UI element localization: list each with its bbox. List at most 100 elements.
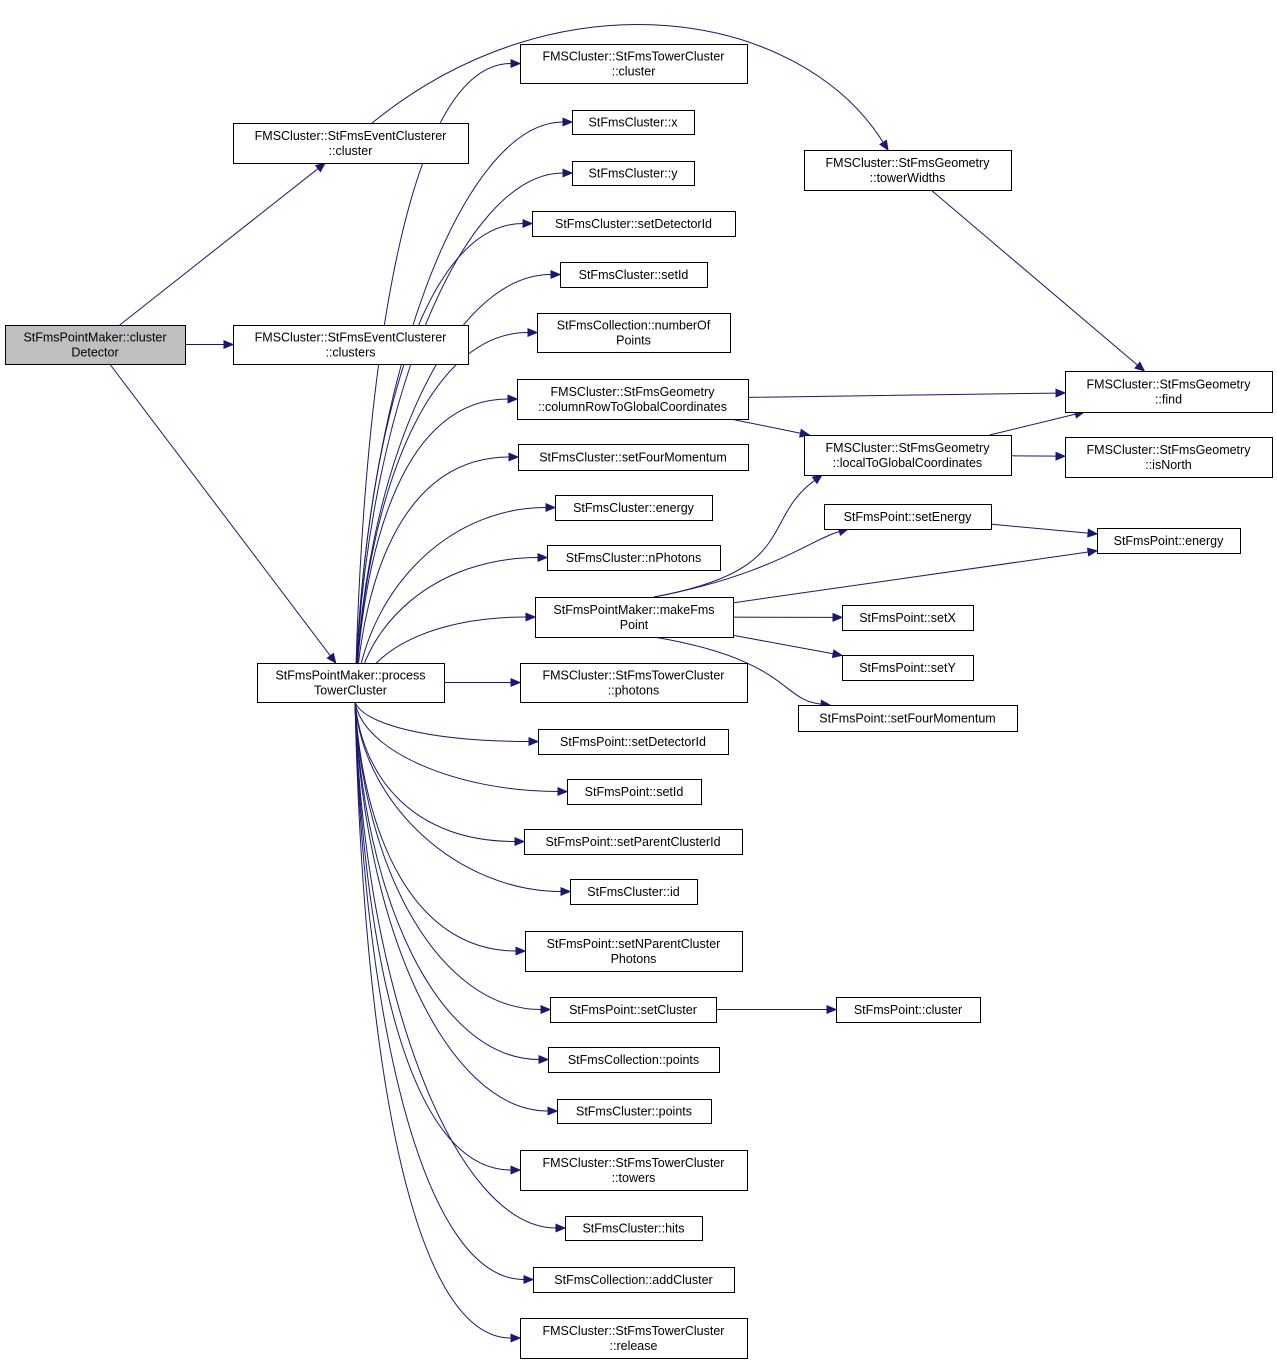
node-box-processTC[interactable]	[257, 663, 445, 703]
node-ptSetFour[interactable]: StFmsPoint::setFourMomentum	[798, 705, 1018, 732]
node-clX[interactable]: StFmsCluster::x	[572, 110, 695, 135]
node-label-clHits-line-1: StFmsCluster::hits	[582, 1222, 684, 1236]
node-box-clSetId[interactable]	[560, 262, 708, 288]
node-geoFind[interactable]: FMSCluster::StFmsGeometry::find	[1065, 371, 1273, 413]
edge-processTC-to-tcTowers	[354, 701, 512, 1171]
node-clPoints[interactable]: StFmsCluster::points	[557, 1099, 712, 1124]
node-box-ptSetY[interactable]	[842, 655, 974, 681]
node-box-clEnergy[interactable]	[555, 495, 713, 521]
arrowhead-processTC-to-clX	[562, 117, 574, 127]
node-box-root[interactable]	[5, 325, 186, 365]
node-clSetId[interactable]: StFmsCluster::setId	[560, 262, 708, 288]
node-box-evtClusters[interactable]	[233, 325, 469, 365]
node-box-towerWidths[interactable]	[804, 150, 1012, 191]
node-box-tcPhotons[interactable]	[520, 663, 748, 703]
arrowhead-processTC-to-colRow	[507, 394, 519, 404]
node-box-clNPhot[interactable]	[547, 545, 721, 571]
node-box-ptSetDet[interactable]	[538, 729, 729, 755]
node-box-tcCluster[interactable]	[520, 44, 748, 84]
node-box-clHits[interactable]	[565, 1216, 703, 1241]
node-ptSetX[interactable]: StFmsPoint::setX	[842, 605, 974, 631]
node-clEnergy[interactable]: StFmsCluster::energy	[555, 495, 713, 521]
node-box-clId[interactable]	[570, 879, 698, 905]
edge-evtCluster-to-towerWidths	[371, 24, 884, 143]
node-label-tcTowers-line-1: FMSCluster::StFmsTowerCluster	[543, 1156, 725, 1170]
node-label-colPoints-line-1: StFmsCollection::points	[568, 1053, 699, 1067]
node-label-clY-line-1: StFmsCluster::y	[589, 167, 679, 181]
node-colRow[interactable]: FMSCluster::StFmsGeometry::columnRowToGl…	[517, 379, 749, 420]
node-ptSetY[interactable]: StFmsPoint::setY	[842, 655, 974, 681]
node-label-ptSetNPar-line-2: Photons	[611, 952, 657, 966]
node-evtCluster[interactable]: FMSCluster::StFmsEventClusterer::cluster	[233, 123, 469, 164]
node-ptSetId[interactable]: StFmsPoint::setId	[567, 779, 702, 805]
node-ptSetEnergy[interactable]: StFmsPoint::setEnergy	[824, 504, 992, 530]
node-box-ptSetX[interactable]	[842, 605, 974, 631]
node-colAdd[interactable]: StFmsCollection::addCluster	[533, 1267, 735, 1293]
node-clHits[interactable]: StFmsCluster::hits	[565, 1216, 703, 1241]
node-label-evtClusters-line-2: ::clusters	[325, 346, 375, 360]
node-ptSetCl[interactable]: StFmsPoint::setCluster	[550, 997, 717, 1023]
node-box-clSetFour[interactable]	[518, 444, 749, 471]
node-label-ptSetX-line-1: StFmsPoint::setX	[859, 611, 956, 625]
node-box-isNorth[interactable]	[1065, 437, 1273, 478]
node-clId[interactable]: StFmsCluster::id	[570, 879, 698, 905]
node-box-clY[interactable]	[572, 161, 695, 186]
edge-processTC-to-colRow	[354, 398, 509, 703]
node-isNorth[interactable]: FMSCluster::StFmsGeometry::isNorth	[1065, 437, 1273, 478]
node-label-colRow-line-2: ::columnRowToGlobalCoordinates	[538, 400, 727, 414]
node-box-colNumPts[interactable]	[537, 313, 731, 353]
node-box-colRow[interactable]	[517, 379, 749, 420]
node-box-ptSetFour[interactable]	[798, 705, 1018, 732]
node-clSetFour[interactable]: StFmsCluster::setFourMomentum	[518, 444, 749, 471]
node-tcCluster[interactable]: FMSCluster::StFmsTowerCluster::cluster	[520, 44, 748, 84]
arrowhead-makePt-to-ptEnergy	[1086, 547, 1099, 557]
node-clNPhot[interactable]: StFmsCluster::nPhotons	[547, 545, 721, 571]
node-label-colNumPts-line-1: StFmsCollection::numberOf	[557, 319, 711, 333]
node-label-isNorth-line-1: FMSCluster::StFmsGeometry	[1087, 443, 1252, 457]
node-ptSetDet[interactable]: StFmsPoint::setDetectorId	[538, 729, 729, 755]
node-ptEnergy[interactable]: StFmsPoint::energy	[1097, 528, 1241, 554]
arrowhead-processTC-to-ptSetParent	[514, 836, 526, 847]
node-box-ptSetEnergy[interactable]	[824, 504, 992, 530]
arrowhead-processTC-to-tcCluster	[510, 58, 522, 69]
arrowhead-processTC-to-tcTowers	[510, 1165, 522, 1175]
node-label-localToGlobal-line-2: ::localToGlobalCoordinates	[833, 456, 982, 470]
node-box-ptSetId[interactable]	[567, 779, 702, 805]
node-ptCluster[interactable]: StFmsPoint::cluster	[836, 997, 981, 1023]
node-box-colAdd[interactable]	[533, 1267, 735, 1293]
node-towerWidths[interactable]: FMSCluster::StFmsGeometry::towerWidths	[804, 150, 1012, 191]
node-box-geoFind[interactable]	[1065, 371, 1273, 413]
edge-colRow-to-localToGlobal	[730, 418, 801, 434]
node-box-ptCluster[interactable]	[836, 997, 981, 1023]
node-clY[interactable]: StFmsCluster::y	[572, 161, 695, 186]
node-box-makePt[interactable]	[535, 597, 734, 638]
node-evtClusters[interactable]: FMSCluster::StFmsEventClusterer::cluster…	[233, 325, 469, 365]
node-box-tcTowers[interactable]	[520, 1150, 748, 1191]
edge-processTC-to-clSetFour	[354, 456, 510, 703]
node-box-ptSetCl[interactable]	[550, 997, 717, 1023]
node-localToGlobal[interactable]: FMSCluster::StFmsGeometry::localToGlobal…	[804, 435, 1012, 476]
node-box-evtCluster[interactable]	[233, 123, 469, 164]
node-tcRelease[interactable]: FMSCluster::StFmsTowerCluster::release	[520, 1318, 748, 1359]
node-box-ptEnergy[interactable]	[1097, 528, 1241, 554]
node-box-tcRelease[interactable]	[520, 1318, 748, 1359]
node-clSetDet[interactable]: StFmsCluster::setDetectorId	[532, 211, 736, 237]
node-tcPhotons[interactable]: FMSCluster::StFmsTowerCluster::photons	[520, 663, 748, 703]
node-ptSetParent[interactable]: StFmsPoint::setParentClusterId	[524, 829, 743, 855]
node-box-ptSetNPar[interactable]	[525, 931, 743, 972]
node-tcTowers[interactable]: FMSCluster::StFmsTowerCluster::towers	[520, 1150, 748, 1191]
node-box-clX[interactable]	[572, 110, 695, 135]
node-box-clSetDet[interactable]	[532, 211, 736, 237]
node-colPoints[interactable]: StFmsCollection::points	[548, 1047, 720, 1073]
node-label-colAdd-line-1: StFmsCollection::addCluster	[554, 1273, 712, 1287]
node-box-colPoints[interactable]	[548, 1047, 720, 1073]
node-box-ptSetParent[interactable]	[524, 829, 743, 855]
node-box-localToGlobal[interactable]	[804, 435, 1012, 476]
node-box-clPoints[interactable]	[557, 1099, 712, 1124]
node-label-ptSetFour-line-1: StFmsPoint::setFourMomentum	[819, 712, 995, 726]
